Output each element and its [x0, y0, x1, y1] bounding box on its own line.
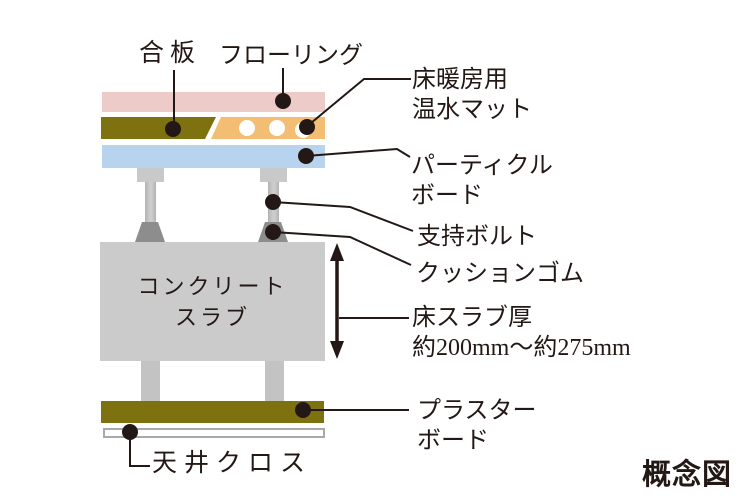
dimension-arrow-head-up [330, 243, 344, 261]
cushion-rubber-foot [258, 222, 288, 242]
flooring-label: フローリング [219, 43, 363, 69]
plaster-board-label: プラスター ボード [417, 396, 537, 456]
concrete-slab-label-line1: コンクリート [137, 273, 288, 299]
ceiling-hanger-leg [141, 361, 160, 401]
heating-mat-layer [211, 117, 325, 139]
slab-thickness-label-line2: 約200mm～約275mm [412, 335, 631, 361]
support-bolt-cap [260, 168, 287, 182]
heating-mat-label-line2: 温水マット [412, 97, 532, 123]
heating-mat-label: 床暖房用 温水マット [412, 65, 532, 125]
dimension-arrow-head-down [330, 341, 344, 359]
slab-thickness-label-line1: 床スラブ厚 [412, 305, 532, 331]
heating-mat-label-line1: 床暖房用 [412, 67, 508, 93]
support-bolt-shaft [268, 182, 279, 222]
plywood-layer [101, 117, 216, 139]
plaster-board-layer [101, 401, 324, 423]
callout-line-support-bolt [272, 201, 414, 232]
flooring-layer [102, 92, 325, 112]
particle-board-label: パーティクル ボード [411, 151, 553, 211]
plywood-label: 合板 [139, 40, 202, 67]
particle-board-label-line1: パーティクル [411, 153, 553, 179]
support-bolt-shaft [145, 182, 156, 222]
concrete-slab-label-line2: スラブ [174, 304, 250, 330]
ceiling-cloth-label: 天井クロス [152, 450, 313, 477]
ceiling-hanger-leg [265, 361, 284, 401]
slab-thickness-label: 床スラブ厚 約200mm～約275mm [412, 303, 631, 363]
cushion-rubber-label: クッションゴム [416, 261, 584, 287]
support-bolt-label: 支持ボルト [417, 224, 537, 250]
plaster-board-label-line1: プラスター [417, 398, 537, 424]
particle-board-layer [102, 145, 325, 168]
concrete-slab: コンクリート スラブ [100, 242, 325, 361]
conceptual-diagram-note: 概念図 [641, 459, 732, 491]
plaster-board-label-line2: ボード [417, 428, 489, 454]
ceiling-cloth-layer [103, 428, 325, 438]
cushion-rubber-foot [135, 222, 165, 242]
particle-board-label-line2: ボード [411, 183, 483, 209]
support-bolt-cap [137, 168, 164, 182]
